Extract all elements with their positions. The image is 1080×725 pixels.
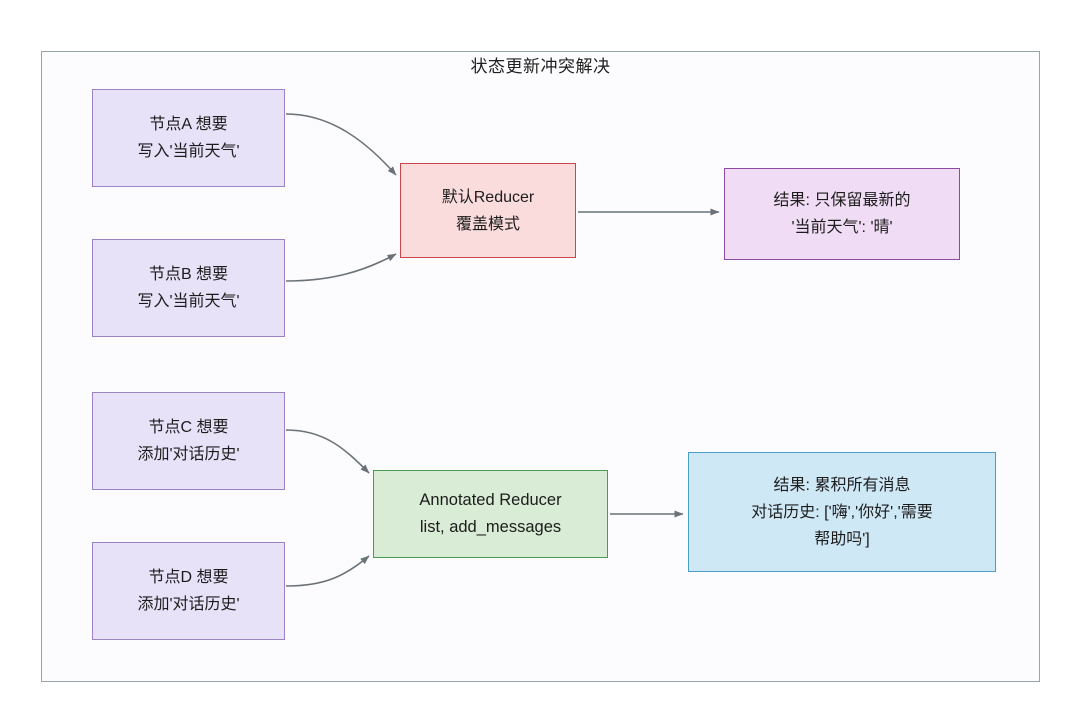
result-accumulate-line-1: 结果: 累积所有消息 bbox=[773, 476, 911, 494]
result-accumulate-line-2: 对话历史: ['嗨','你好','需要 bbox=[751, 503, 933, 521]
result-overwrite-line-1: 结果: 只保留最新的 bbox=[773, 192, 911, 209]
default-reducer-line-2: 覆盖模式 bbox=[455, 215, 520, 233]
node-b-line-2: 写入'当前天气' bbox=[137, 293, 240, 310]
node-a-box[interactable]: 节点A 想要 写入'当前天气' bbox=[92, 89, 285, 187]
node-c-box[interactable]: 节点C 想要 添加'对话历史' bbox=[92, 392, 285, 490]
node-d-line-1: 节点D 想要 bbox=[148, 569, 229, 586]
annotated-reducer-box[interactable]: Annotated Reducer list, add_messages bbox=[373, 470, 608, 558]
diagram-title: 状态更新冲突解决 bbox=[470, 57, 611, 76]
result-overwrite-box[interactable]: 结果: 只保留最新的 '当前天气': '晴' bbox=[724, 168, 960, 260]
node-b-box[interactable]: 节点B 想要 写入'当前天气' bbox=[92, 239, 285, 337]
node-d-box[interactable]: 节点D 想要 添加'对话历史' bbox=[92, 542, 285, 640]
result-accumulate-box[interactable]: 结果: 累积所有消息 对话历史: ['嗨','你好','需要 帮助吗'] bbox=[688, 452, 996, 572]
node-a-line-2: 写入'当前天气' bbox=[137, 143, 240, 160]
node-a-line-1: 节点A 想要 bbox=[149, 116, 228, 133]
default-reducer-box[interactable]: 默认Reducer 覆盖模式 bbox=[400, 163, 576, 258]
node-c-line-2: 添加'对话历史' bbox=[137, 446, 240, 463]
result-accumulate-line-3: 帮助吗'] bbox=[814, 530, 870, 548]
node-b-line-1: 节点B 想要 bbox=[148, 266, 229, 283]
node-c-line-1: 节点C 想要 bbox=[148, 419, 229, 436]
node-d-line-2: 添加'对话历史' bbox=[137, 596, 240, 613]
default-reducer-line-1: 默认Reducer bbox=[441, 188, 535, 206]
annotated-reducer-line-1: Annotated Reducer bbox=[419, 491, 562, 509]
annotated-reducer-line-2: list, add_messages bbox=[419, 518, 562, 536]
result-overwrite-line-2: '当前天气': '晴' bbox=[791, 219, 893, 236]
